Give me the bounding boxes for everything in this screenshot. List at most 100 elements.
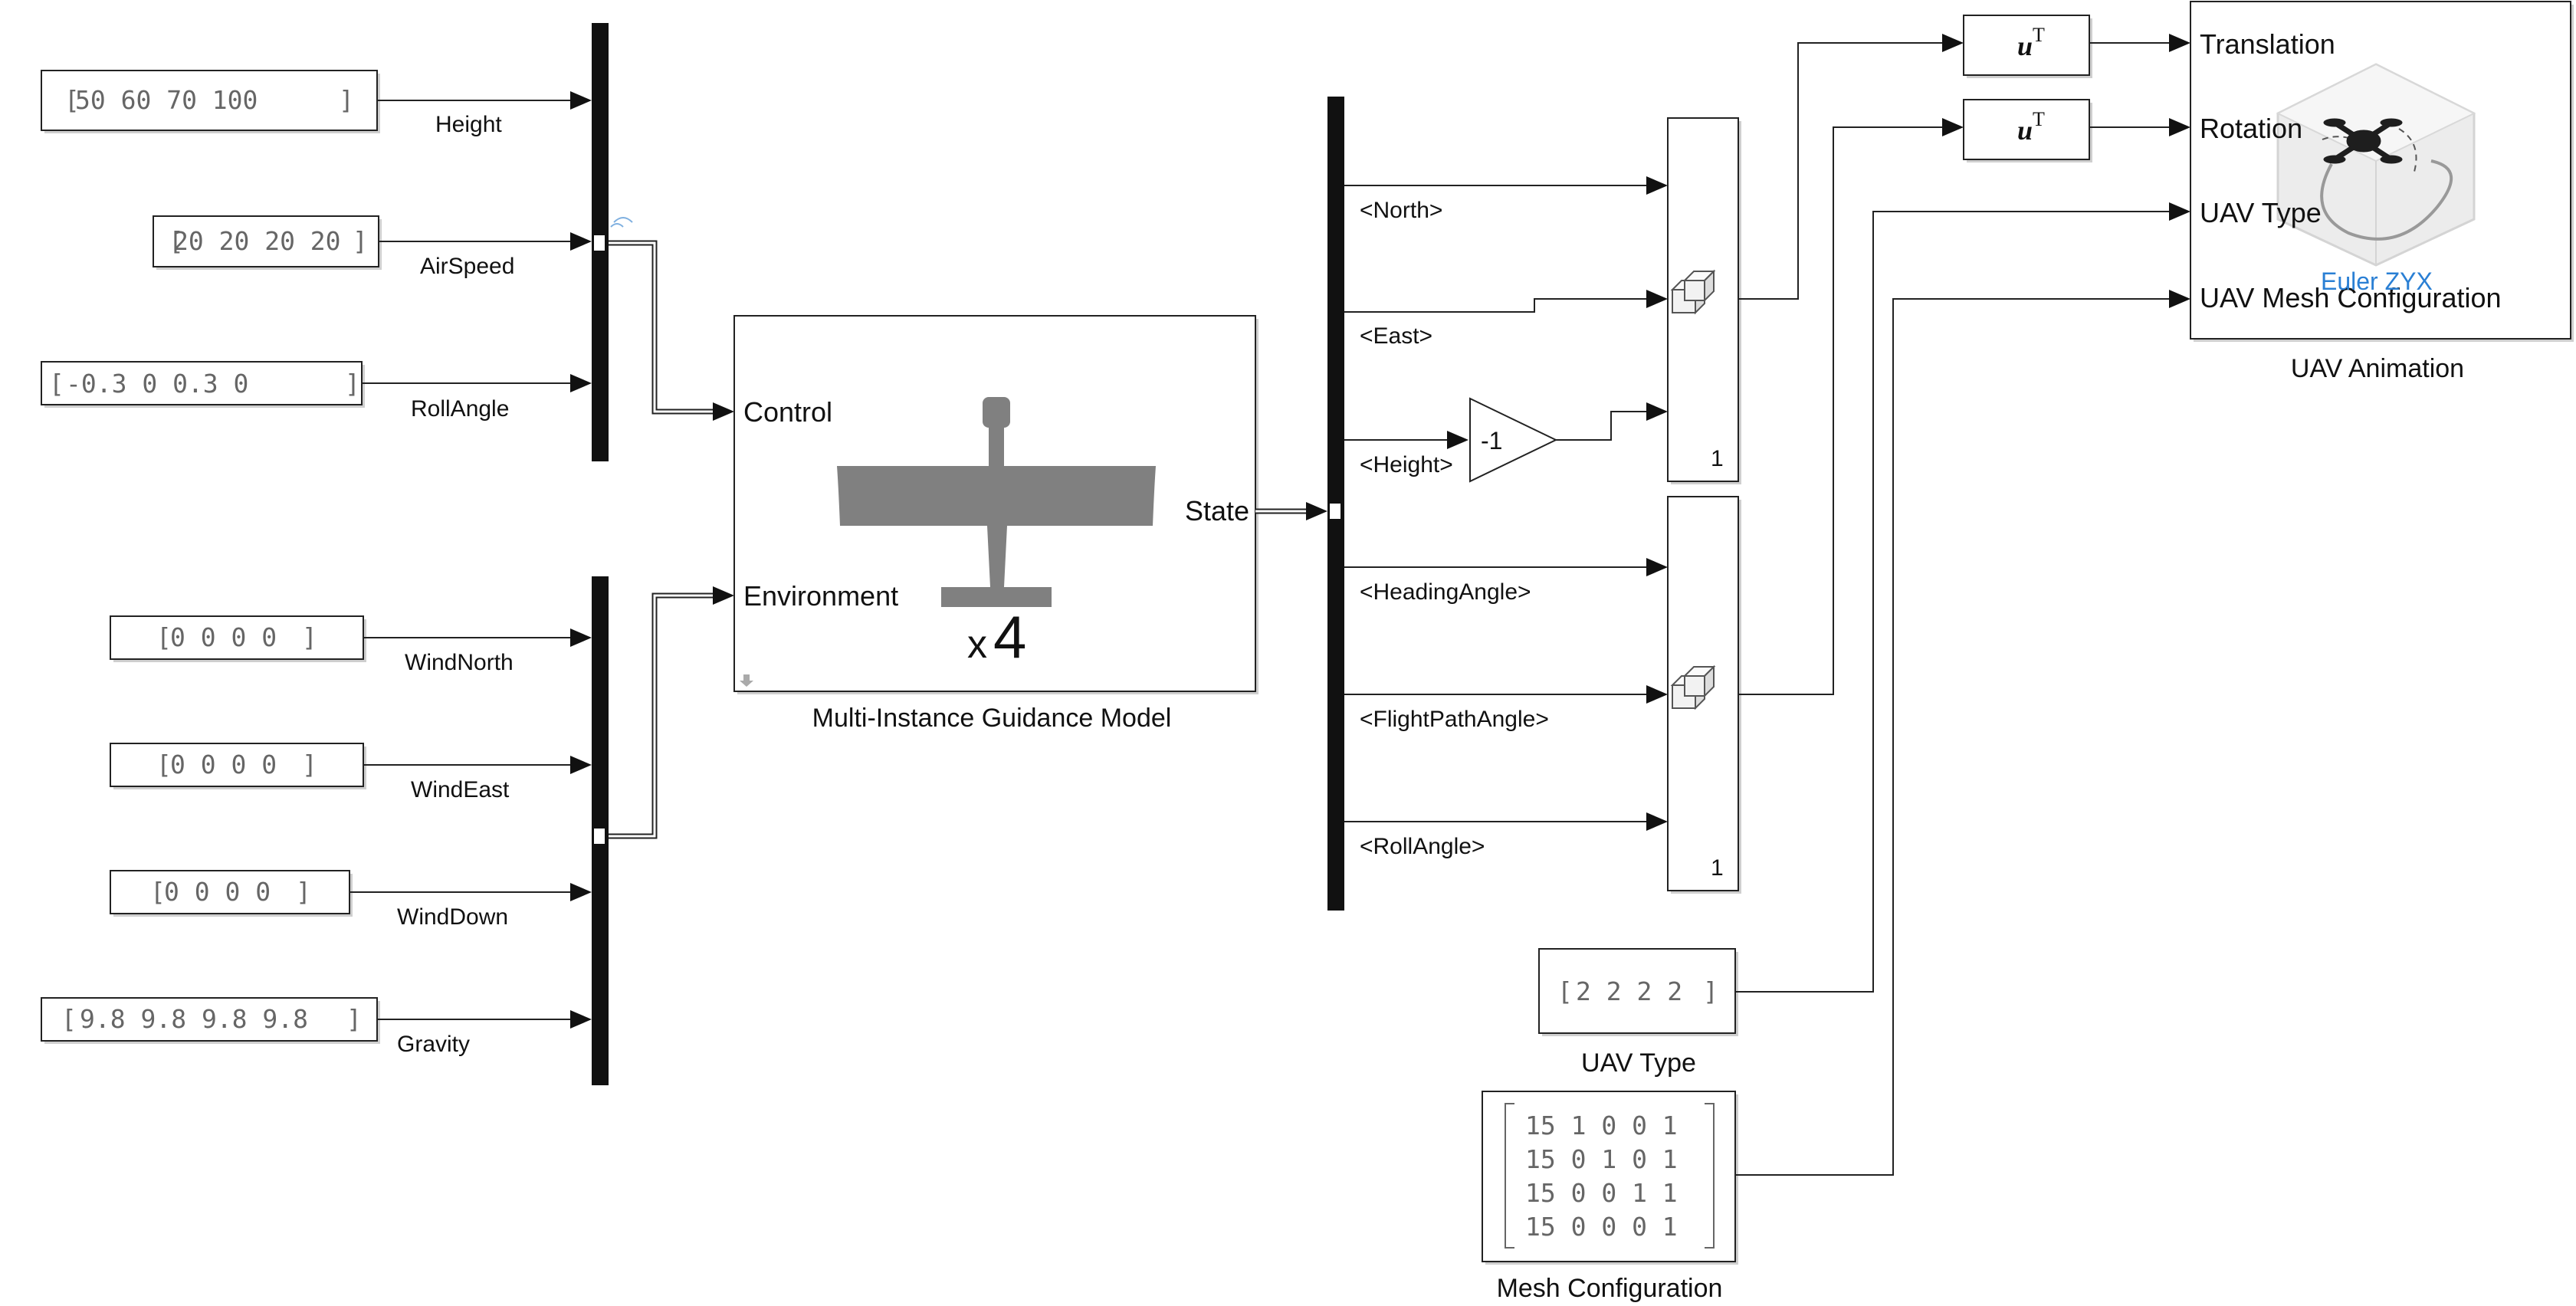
bus-line-environment-inner — [609, 594, 720, 838]
concatenate-block-translation[interactable]: 1 — [1667, 117, 1741, 484]
bracket-icon: ] — [346, 1004, 362, 1034]
arrowhead-icon — [1646, 558, 1668, 576]
constant-height-value: 50 60 70 100 — [75, 85, 258, 115]
signal-label-winddown: WindDown — [397, 904, 508, 930]
constant-uavtype-value: 2 2 2 2 — [1576, 976, 1682, 1006]
port-state: State — [1185, 495, 1249, 527]
multiplier-count: 4 — [993, 603, 1026, 671]
constant-gravity[interactable]: [ 9.8 9.8 9.8 9.8 ] — [41, 997, 380, 1044]
guidance-model-name: Multi-Instance Guidance Model — [812, 704, 1172, 733]
arrowhead-icon — [570, 883, 592, 901]
signal-line-concat2-out — [1738, 126, 1947, 695]
signal-label-windeast: WindEast — [411, 777, 510, 802]
constant-rollangle-value: -0.3 0 0.3 0 — [66, 369, 248, 399]
cubes-icon — [1670, 664, 1716, 710]
arrowhead-icon — [1646, 812, 1668, 831]
signal-label-gravity: Gravity — [397, 1032, 470, 1057]
port-environment: Environment — [743, 580, 898, 612]
constant-gravity-value: 9.8 9.8 9.8 9.8 — [80, 1004, 308, 1034]
selector-label-heading: <HeadingAngle> — [1360, 579, 1531, 605]
mesh-row-4: 15 0 0 0 1 — [1525, 1212, 1678, 1242]
arrowhead-icon — [2169, 118, 2190, 136]
selector-label-north: <North> — [1360, 198, 1442, 223]
constant-uavtype[interactable]: [ 2 2 2 2 ] — [1538, 948, 1738, 1036]
arrowhead-icon — [1646, 402, 1668, 421]
mesh-row-1: 15 1 0 0 1 — [1525, 1111, 1678, 1140]
selector-label-height: <Height> — [1360, 452, 1453, 477]
multiplier-x: x — [967, 622, 987, 667]
arrowhead-icon — [1447, 431, 1468, 449]
selector-label-flightpath: <FlightPathAngle> — [1360, 707, 1549, 732]
constant-winddown[interactable]: [ 0 0 0 0 ] — [110, 870, 353, 917]
mesh-row-2: 15 0 1 0 1 — [1525, 1144, 1678, 1174]
selector-label-roll: <RollAngle> — [1360, 834, 1485, 859]
gain-block[interactable]: -1 — [1469, 397, 1558, 483]
bracket-icon: [ — [156, 622, 172, 652]
bracket-icon: ] — [353, 226, 368, 256]
bus-port-icon — [592, 234, 606, 252]
signal-line-gain-out — [1556, 411, 1652, 441]
arrow-down-icon — [740, 674, 753, 687]
transpose-block-rotation[interactable]: u T — [1963, 99, 2092, 162]
signal-line-east — [1344, 298, 1652, 313]
bracket-icon: [ — [1557, 976, 1573, 1006]
bracket-icon: [ — [64, 85, 80, 115]
port-translation: Translation — [2200, 28, 2335, 60]
bracket-icon: ] — [1703, 976, 1718, 1006]
constant-windnorth-value: 0 0 0 0 — [170, 622, 277, 652]
signal-label-rollangle: RollAngle — [411, 396, 509, 422]
port-mesh: UAV Mesh Configuration — [2200, 282, 2502, 313]
transpose-block-translation[interactable]: u T — [1963, 15, 2092, 78]
concatenate-block-rotation[interactable]: 1 — [1667, 496, 1741, 894]
bus-line-control-inner — [609, 241, 720, 413]
arrowhead-icon — [2169, 290, 2190, 308]
signal-label-height: Height — [435, 112, 502, 137]
constant-height[interactable]: 50 60 70 100 [ ] — [41, 70, 380, 133]
bus-port-icon — [592, 827, 606, 845]
arrowhead-icon — [2169, 202, 2190, 221]
signal-line-mesh — [1735, 298, 2174, 1176]
arrowhead-icon — [1646, 290, 1668, 308]
guidance-model-block[interactable]: Control Environment State x 4 — [733, 315, 1258, 694]
transpose-u: u — [2017, 115, 2033, 146]
bracket-icon: ] — [296, 877, 311, 907]
arrowhead-icon — [713, 402, 734, 421]
gain-value: -1 — [1481, 427, 1502, 454]
arrowhead-icon — [2169, 34, 2190, 52]
constant-rollangle[interactable]: [ -0.3 0 0.3 0 ] — [41, 361, 365, 408]
arrowhead-icon — [570, 1010, 592, 1029]
bracket-icon: ] — [302, 750, 317, 779]
constant-mesh[interactable]: 15 1 0 0 1 15 0 1 0 1 15 0 0 1 1 15 0 0 … — [1482, 1091, 1738, 1265]
cubes-icon — [1670, 269, 1716, 315]
arrowhead-icon — [1306, 502, 1327, 520]
bracket-icon: ] — [339, 85, 354, 115]
wireless-icon — [610, 217, 633, 228]
bracket-icon: [ — [49, 369, 64, 399]
constant-airspeed[interactable]: [ 20 20 20 20 ] — [153, 215, 382, 270]
uav-animation-block[interactable]: Translation Rotation UAV Type UAV Mesh C… — [2190, 1, 2574, 342]
matrix-bracket-icon — [1505, 1103, 1715, 1249]
uavtype-block-name: UAV Type — [1581, 1048, 1696, 1078]
bracket-icon: [ — [169, 226, 184, 256]
port-control: Control — [743, 396, 832, 428]
mesh-row-3: 15 0 0 1 1 — [1525, 1178, 1678, 1208]
constant-windeast[interactable]: [ 0 0 0 0 ] — [110, 743, 366, 789]
bracket-icon: ] — [302, 622, 317, 652]
constant-windeast-value: 0 0 0 0 — [170, 750, 277, 779]
transpose-t: T — [2033, 108, 2045, 130]
constant-windnorth[interactable]: [ 0 0 0 0 ] — [110, 615, 366, 662]
mesh-block-name: Mesh Configuration — [1497, 1274, 1723, 1303]
arrowhead-icon — [1942, 118, 1964, 136]
airplane-icon — [837, 397, 1156, 607]
port-uavtype: UAV Type — [2200, 197, 2322, 228]
concat-dim-2: 1 — [1711, 855, 1724, 881]
bus-line-environment — [609, 592, 720, 839]
bus-port-icon — [1328, 502, 1342, 520]
quadcopter-icon — [2323, 118, 2403, 164]
arrowhead-icon — [1942, 34, 1964, 52]
arrowhead-icon — [1646, 685, 1668, 704]
constant-winddown-value: 0 0 0 0 — [164, 877, 271, 907]
uav-animation-name: UAV Animation — [2291, 354, 2464, 383]
transpose-t: T — [2033, 24, 2045, 46]
signal-line-concat1-out — [1738, 42, 1947, 300]
